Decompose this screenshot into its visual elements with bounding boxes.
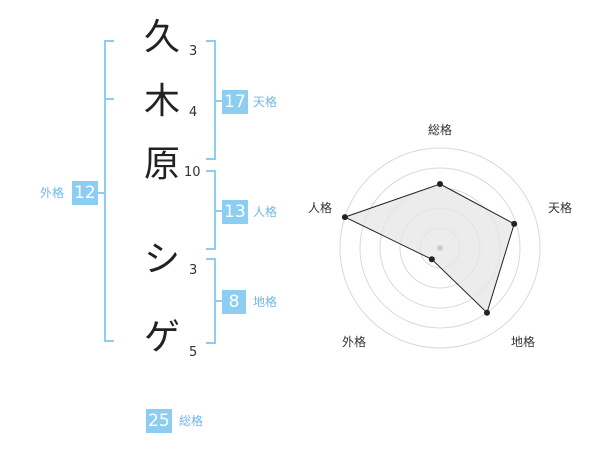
radar-label-tenkaku: 天格 <box>548 200 572 215</box>
radar-shape <box>343 183 515 314</box>
soukaku-value-badge: 25 <box>146 409 172 433</box>
stroke-count-5: 5 <box>189 345 198 360</box>
gaikaku-bracket-tick-left <box>96 192 106 194</box>
fortune-radar-chart: 総格 天格 地格 外格 人格 <box>308 122 572 349</box>
radar-grid-ring-5 <box>339 147 541 349</box>
gaikaku-label: 外格 <box>40 186 65 200</box>
gaikaku-value-badge: 12 <box>72 181 98 205</box>
stroke-count-4: 3 <box>189 263 198 278</box>
chikaku-bracket-tick <box>214 300 222 302</box>
name-char-3: 原 <box>143 144 180 185</box>
tenkaku-label: 天格 <box>253 95 278 109</box>
jinkaku-bracket-tick <box>214 210 222 212</box>
radar-label-soukaku: 総格 <box>428 122 452 137</box>
gaikaku-bracket-tick-top <box>104 98 114 100</box>
radar-label-chikaku: 地格 <box>511 334 535 349</box>
tenkaku-value-badge: 17 <box>222 90 248 114</box>
stroke-count-1: 3 <box>189 44 198 59</box>
radar-center-dot <box>437 245 443 251</box>
tenkaku-bracket-tick <box>214 100 222 102</box>
chikaku-value-badge: 8 <box>222 290 246 314</box>
name-char-5: ゲ <box>143 317 180 358</box>
jinkaku-value-badge: 13 <box>222 200 248 224</box>
chikaku-label: 地格 <box>253 295 278 309</box>
radar-point-jinkaku <box>341 214 348 221</box>
radar-point-gaikaku <box>428 256 435 263</box>
soukaku-label: 総格 <box>179 414 204 428</box>
stroke-count-2: 4 <box>189 105 198 120</box>
radar-point-chikaku <box>484 309 490 316</box>
radar-label-gaikaku: 外格 <box>342 334 366 349</box>
stroke-count-3: 10 <box>184 165 201 180</box>
gaikaku-bracket <box>104 40 114 342</box>
radar-point-soukaku <box>437 181 443 187</box>
radar-point-tenkaku <box>511 220 518 227</box>
name-char-4: シ <box>143 239 180 280</box>
name-char-1: 久 <box>143 17 180 58</box>
radar-grid-ring-4 <box>359 167 521 329</box>
name-char-2: 木 <box>143 81 180 122</box>
radar-label-jinkaku: 人格 <box>308 200 332 215</box>
jinkaku-label: 人格 <box>253 205 278 219</box>
radar-points <box>341 181 518 316</box>
